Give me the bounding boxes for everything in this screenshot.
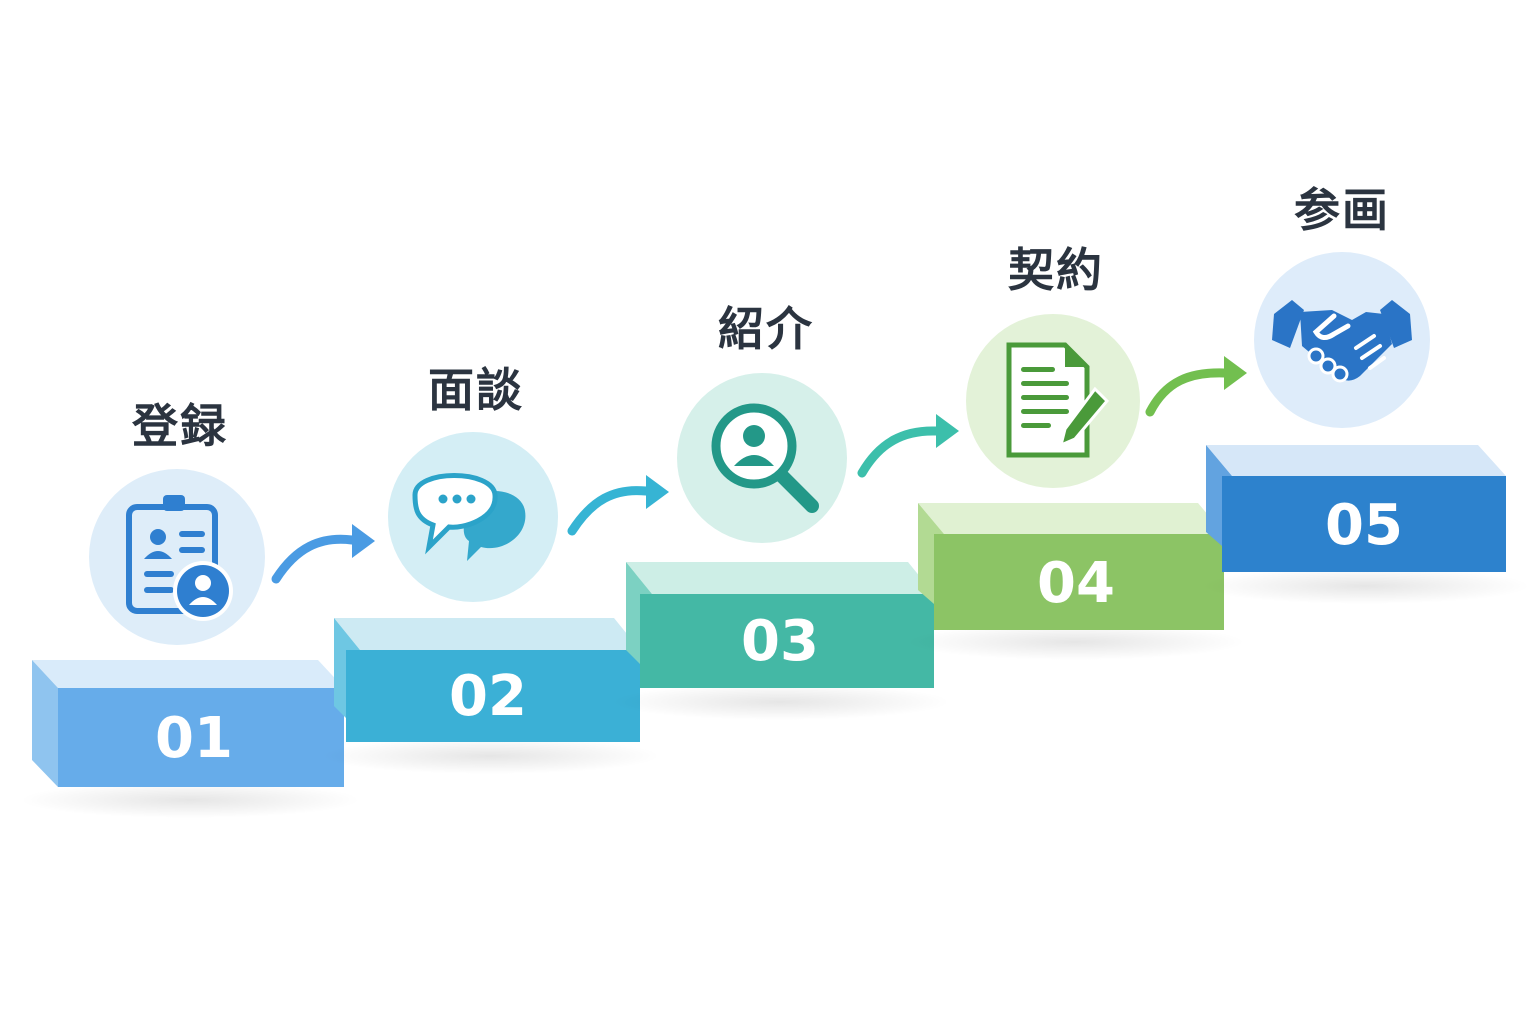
step-1-block-shadow	[20, 782, 360, 818]
step-4-block-top	[918, 503, 1224, 534]
step-3	[610, 373, 950, 720]
step-1-block-side	[32, 660, 58, 787]
step-5-number: 05	[1325, 493, 1403, 558]
arrow-1-to-2	[271, 524, 375, 584]
step-3-block-top	[626, 562, 934, 594]
handshake-icon	[1272, 300, 1412, 383]
step-5-block-top	[1206, 445, 1506, 476]
step-3-number: 03	[741, 609, 819, 674]
step-2-block-top	[334, 618, 640, 650]
step-5-block-front	[1222, 476, 1506, 572]
step-3-label: 紹介	[718, 302, 814, 356]
contract-document-icon	[1006, 342, 1110, 458]
step-4	[905, 314, 1245, 660]
arrow-2-to-3	[567, 475, 669, 536]
person-search-icon	[711, 403, 819, 513]
step-2-number: 02	[449, 664, 527, 729]
step-2-block-front	[346, 650, 640, 742]
step-1-block-top	[32, 660, 344, 688]
step-1-number: 01	[155, 706, 233, 771]
step-3-block-shadow	[610, 684, 950, 720]
step-4-label: 契約	[1008, 243, 1104, 297]
chat-bubbles-icon	[412, 473, 526, 561]
step-1	[20, 469, 360, 818]
step-1-label: 登録	[132, 399, 228, 453]
step-2	[320, 432, 660, 774]
step-4-block-front	[934, 534, 1224, 630]
step-4-block-shadow	[905, 624, 1245, 660]
step-5	[1200, 252, 1530, 604]
step-3-block-front	[640, 594, 934, 688]
step-2-block-shadow	[320, 738, 660, 774]
step-1-block-front	[58, 688, 344, 787]
step-5-label: 参画	[1294, 183, 1390, 237]
step-4-number: 04	[1037, 551, 1115, 616]
arrow-3-to-4	[857, 414, 959, 478]
step-2-label: 面談	[428, 363, 524, 417]
registration-clipboard-icon	[126, 495, 233, 621]
step-5-block-shadow	[1200, 568, 1530, 604]
arrow-4-to-5	[1145, 356, 1247, 417]
